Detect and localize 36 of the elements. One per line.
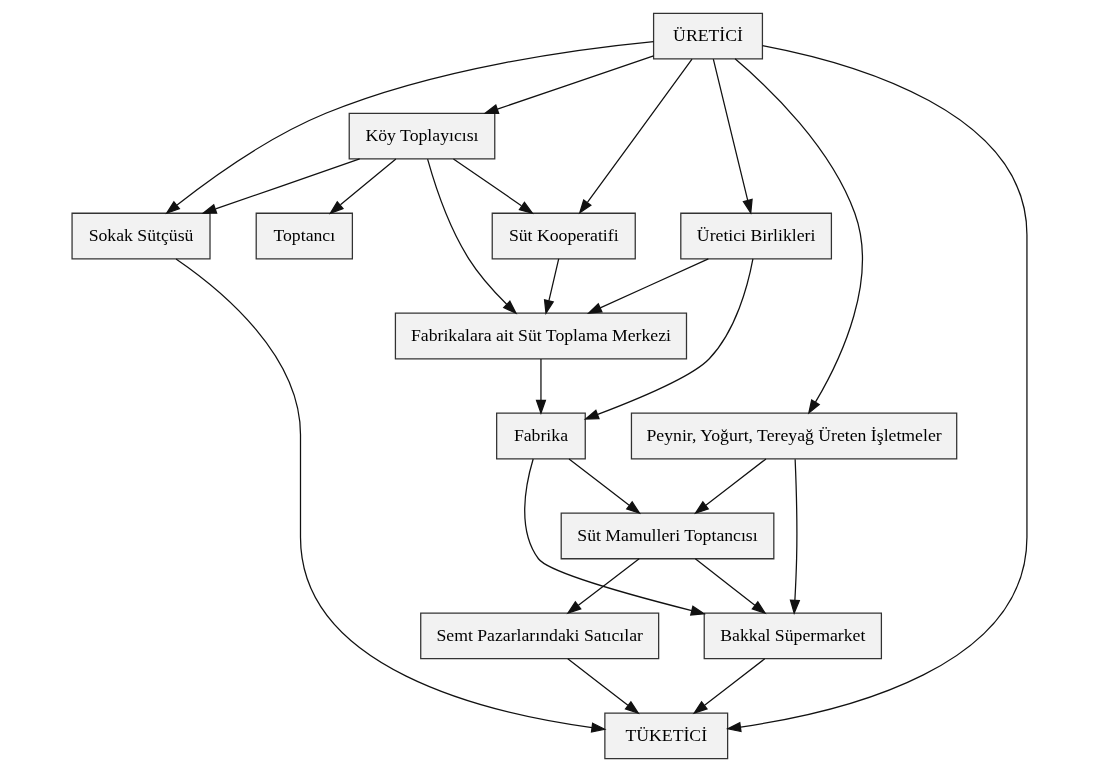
arrow bbox=[578, 58, 693, 215]
arrow bbox=[565, 558, 640, 615]
arrow bbox=[452, 158, 534, 215]
arrow bbox=[694, 558, 767, 615]
node-box: Süt Kooperatifi bbox=[491, 212, 636, 260]
arrow bbox=[712, 58, 753, 215]
arrow bbox=[174, 258, 607, 733]
node-box: Üretici Birlikleri bbox=[679, 212, 832, 260]
node-box: ÜRETİCİ bbox=[652, 12, 763, 60]
node-box: Köy Toplayıcısı bbox=[348, 112, 495, 160]
arrow bbox=[535, 358, 546, 416]
arrow bbox=[482, 55, 654, 114]
arrow bbox=[692, 658, 765, 715]
arrow bbox=[566, 658, 640, 715]
arrow bbox=[328, 158, 396, 215]
arrow bbox=[789, 458, 800, 615]
arrow bbox=[543, 258, 559, 316]
arrow bbox=[164, 40, 654, 215]
arrow bbox=[426, 158, 517, 315]
arrow bbox=[567, 458, 641, 515]
node-box: TÜKETİCİ bbox=[603, 712, 728, 760]
node-box: Sokak Sütçüsü bbox=[70, 212, 211, 260]
node-box: Toptancı bbox=[255, 212, 353, 260]
node-box: Peynir, Yoğurt, Tereyağ Üreten İşletmeler bbox=[630, 412, 957, 460]
arrow bbox=[583, 258, 754, 420]
node-box: Fabrika bbox=[495, 412, 586, 460]
node-box: Süt Mamulleri Toptancısı bbox=[560, 512, 774, 560]
node-box: Fabrikalara ait Süt Toplama Merkezi bbox=[394, 312, 687, 360]
arrow bbox=[586, 258, 709, 314]
arrow bbox=[200, 158, 360, 214]
arrow bbox=[523, 458, 706, 616]
node-box: Semt Pazarlarındaki Satıcılar bbox=[419, 612, 659, 660]
arrow bbox=[693, 458, 767, 515]
node-box: Bakkal Süpermarket bbox=[703, 612, 882, 660]
arrow bbox=[725, 44, 1028, 733]
arrow bbox=[733, 58, 863, 415]
